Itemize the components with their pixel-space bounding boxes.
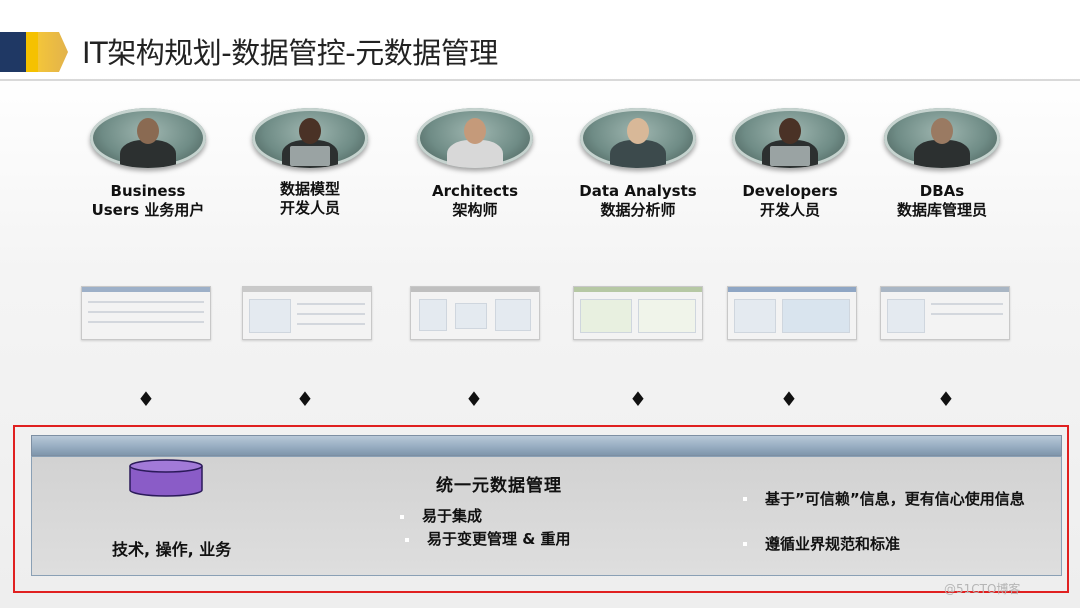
watermark: @51CTO博客 <box>944 582 1021 596</box>
role-dbas: DBAs 数据库管理员 <box>867 108 1017 220</box>
role-label: Developers 开发人员 <box>715 182 865 220</box>
role-label-line1: Data Analysts <box>579 182 697 200</box>
architect-photo-icon <box>417 108 533 168</box>
connector-diamond-icon: ♦ <box>629 387 647 411</box>
data-analyst-photo-icon <box>580 108 696 168</box>
tool-screenshot-data-analyst <box>573 286 703 340</box>
tool-screenshot-architect <box>410 286 540 340</box>
role-label-line1: Developers <box>742 182 838 200</box>
header-divider <box>0 79 1080 81</box>
connector-diamond-icon: ♦ <box>465 387 483 411</box>
connector-diamond-icon: ♦ <box>137 387 155 411</box>
role-label-line1: 数据模型 <box>279 180 340 198</box>
role-label-line2: 数据库管理员 <box>896 201 987 219</box>
header-gold-block <box>26 32 38 72</box>
metadata-types-label: 技术, 操作, 业务 <box>112 540 232 559</box>
database-icon <box>129 459 203 497</box>
role-label-line1: Architects <box>431 182 519 200</box>
slide-title: IT架构规划-数据管控-元数据管理 <box>82 36 498 70</box>
role-label-line2: 数据分析师 <box>600 201 676 219</box>
role-architects: Architects 架构师 <box>400 108 550 220</box>
role-label-line1: DBAs <box>919 182 965 200</box>
bullet-text: 基于”可信赖”信息，更有信心使用信息 <box>765 490 1025 508</box>
bullet-item: 基于”可信赖”信息，更有信心使用信息 <box>743 490 1053 509</box>
bullet-item: 遵循业界规范和标准 <box>743 535 900 554</box>
bullet-text: 易于集成 <box>422 507 483 525</box>
connector-diamond-icon: ♦ <box>780 387 798 411</box>
role-label: 数据模型 开发人员 <box>235 180 385 218</box>
bullet-text: 易于变更管理 & 重用 <box>427 530 571 548</box>
tool-screenshot-data-modeler <box>242 286 372 340</box>
highlight-frame <box>13 425 1069 593</box>
role-label-line2: 架构师 <box>452 201 498 219</box>
connector-diamond-icon: ♦ <box>296 387 314 411</box>
bullet-icon <box>400 514 404 519</box>
tool-screenshot-developer <box>727 286 857 340</box>
role-label-line2: Users 业务用户 <box>91 201 205 219</box>
role-label-line2: 开发人员 <box>279 199 340 217</box>
tool-screenshot-dba <box>880 286 1010 340</box>
bullet-text: 遵循业界规范和标准 <box>765 535 901 553</box>
tool-screenshot-business <box>81 286 211 340</box>
role-label: Architects 架构师 <box>400 182 550 220</box>
bullet-icon <box>743 497 747 501</box>
metadata-box-heading: 统一元数据管理 <box>436 476 562 496</box>
role-data-analysts: Data Analysts 数据分析师 <box>563 108 713 220</box>
header-gold-arrow <box>38 32 68 72</box>
bullet-icon <box>405 537 409 542</box>
role-data-modelers: 数据模型 开发人员 <box>235 108 385 218</box>
bullet-item: 易于变更管理 & 重用 <box>405 528 571 549</box>
role-label-line2: 开发人员 <box>759 201 820 219</box>
role-business-users: Business Users 业务用户 <box>73 108 223 220</box>
role-developers: Developers 开发人员 <box>715 108 865 220</box>
metadata-box-header-bar <box>31 435 1062 456</box>
header-navy-block <box>0 32 26 72</box>
bullet-item: 易于集成 <box>400 505 482 526</box>
role-label: DBAs 数据库管理员 <box>867 182 1017 220</box>
role-label: Business Users 业务用户 <box>73 182 223 220</box>
dba-photo-icon <box>884 108 1000 168</box>
business-users-photo-icon <box>90 108 206 168</box>
data-modeler-photo-icon <box>252 108 368 168</box>
connector-diamond-icon: ♦ <box>937 387 955 411</box>
bullet-icon <box>743 542 747 546</box>
developer-photo-icon <box>732 108 848 168</box>
role-label: Data Analysts 数据分析师 <box>563 182 713 220</box>
metadata-box <box>31 456 1062 576</box>
role-label-line1: Business <box>110 182 186 200</box>
